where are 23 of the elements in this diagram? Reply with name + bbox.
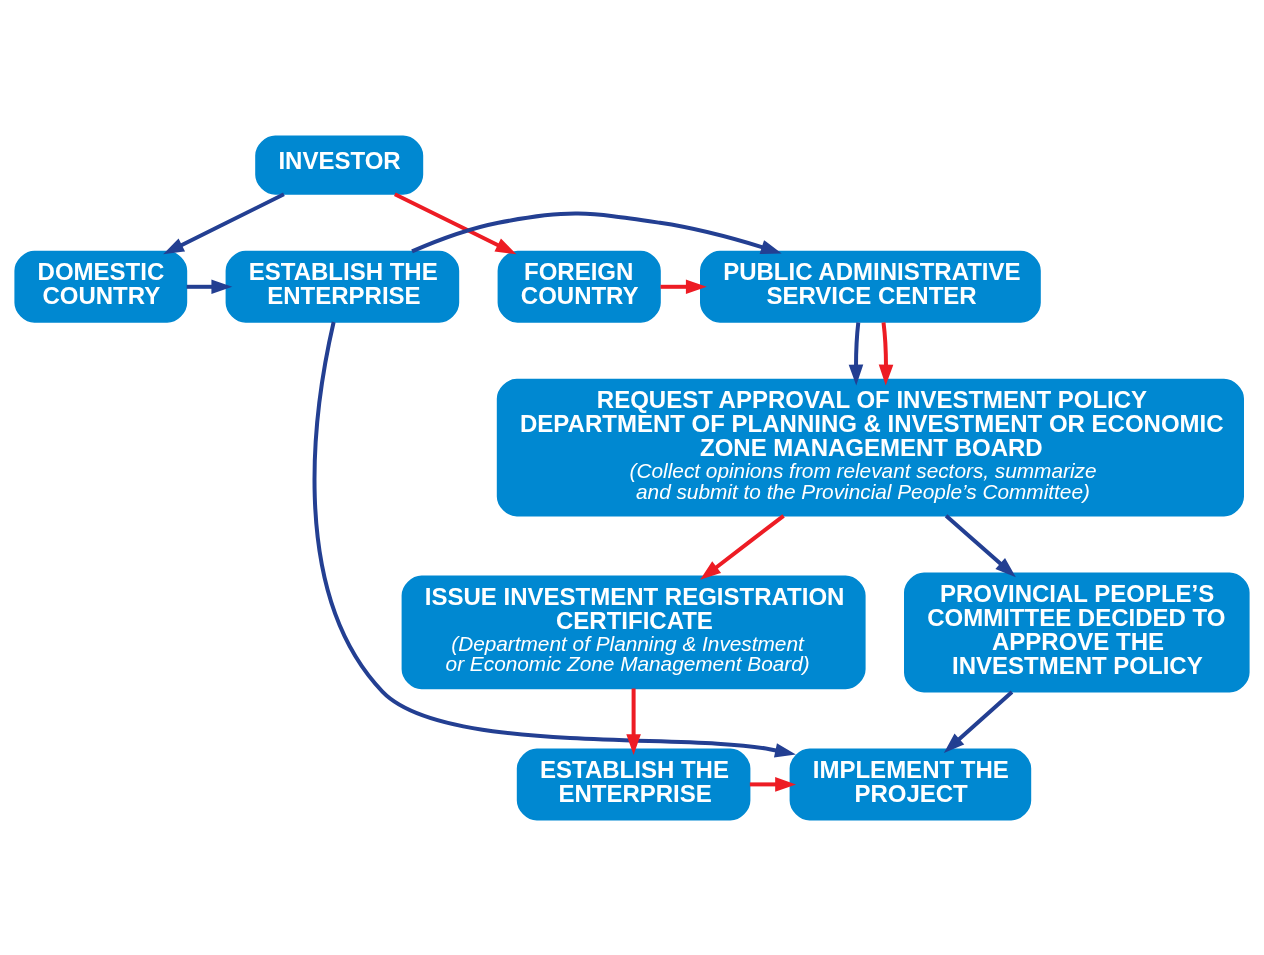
arrow bbox=[626, 688, 641, 755]
arrow bbox=[848, 321, 864, 385]
arrow bbox=[411, 211, 782, 254]
node-box: DOMESTIC COUNTRY bbox=[14, 250, 188, 323]
node-box: ISSUE INVESTMENT REGISTRATION CERTIFICATE (Department of Planning & Investment or Economic Zone Management Board) bbox=[401, 575, 866, 689]
arrow bbox=[312, 321, 796, 757]
arrow bbox=[186, 279, 233, 294]
arrow bbox=[393, 191, 517, 254]
arrow bbox=[749, 776, 797, 792]
node-box: ESTABLISH THE ENTERPRISE bbox=[516, 747, 751, 820]
arrow bbox=[163, 191, 285, 254]
node-box: INVESTOR bbox=[255, 135, 424, 195]
arrow bbox=[878, 321, 894, 385]
node-box: ESTABLISH THE ENTERPRISE bbox=[225, 250, 460, 323]
node-box: PUBLIC ADMINISTRATIVE SERVICE CENTER bbox=[700, 250, 1041, 323]
arrow bbox=[944, 513, 1016, 577]
node-box: FOREIGN COUNTRY bbox=[497, 250, 661, 323]
node-box: PROVINCIAL PEOPLE’S COMMITTEE DECIDED TO APPROVE THE INVESTMENT POLICY bbox=[904, 571, 1250, 692]
arrow bbox=[943, 689, 1014, 753]
arrow bbox=[700, 513, 785, 580]
node-box: IMPLEMENT THE PROJECT bbox=[789, 747, 1032, 820]
node-box: REQUEST APPROVAL OF INVESTMENT POLICY DEPARTMENT OF PLANNING & INVESTMENT OR ECONOMIC ZONE MANAGEMENT BOARD (Collect opinions from relevant sectors, summarize and submit to the Provincial People’s Committee) bbox=[496, 378, 1244, 516]
arrow bbox=[660, 279, 707, 294]
